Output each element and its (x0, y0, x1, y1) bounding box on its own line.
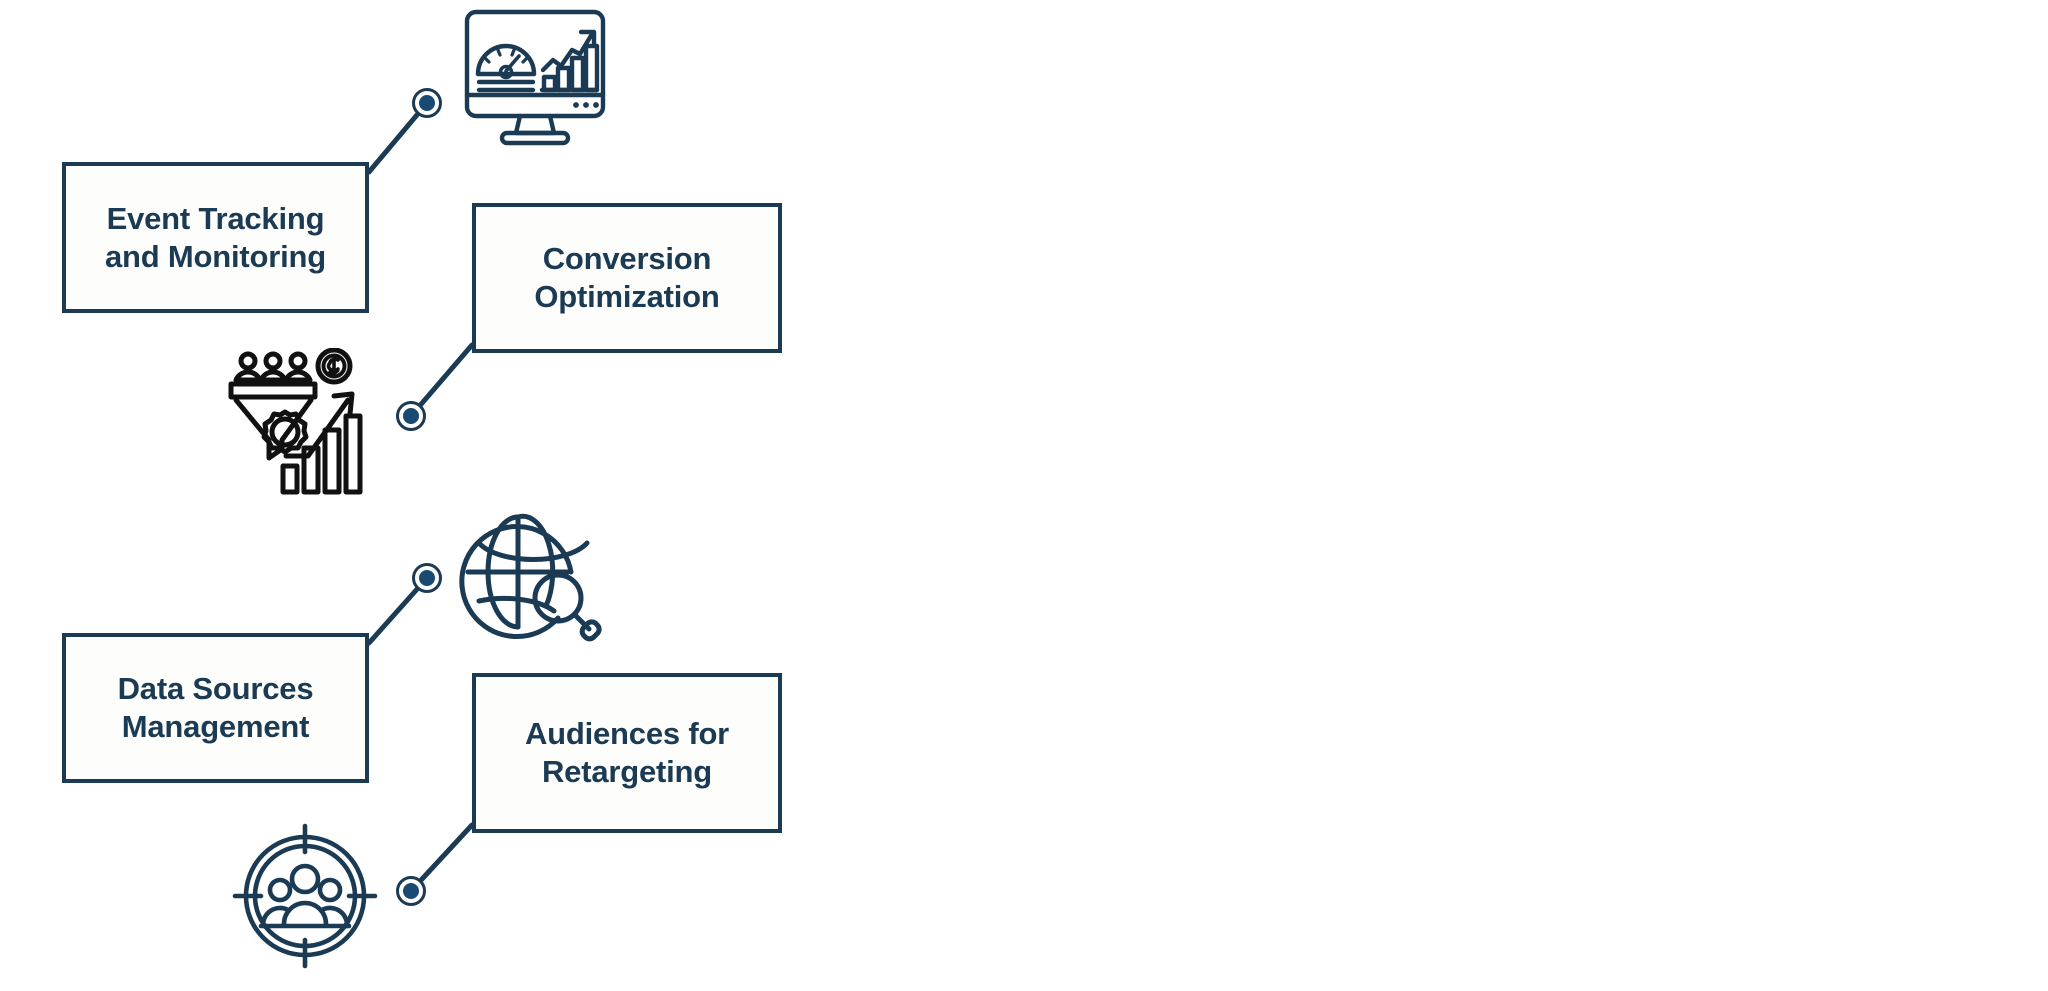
node-label-data-sources-management: Data Sources Management (117, 671, 314, 744)
connector-dot-audiences[interactable] (396, 876, 426, 906)
node-label-audiences-for-retargeting: Audiences for Retargeting (524, 716, 730, 789)
node-label-event-tracking-and-monitoring: Event Tracking and Monitoring (104, 200, 327, 274)
connector-dot-conversion-optimization[interactable] (396, 401, 426, 431)
connector-dot-data-sources[interactable] (412, 563, 442, 593)
node-box-audiences-for-retargeting[interactable]: Audiences for Retargeting (472, 673, 782, 833)
audience-target-icon (232, 822, 378, 970)
connector-dot-event-tracking[interactable] (412, 88, 442, 118)
node-box-data-sources-management[interactable]: Data Sources Management (62, 633, 369, 783)
node-box-conversion-optimization[interactable]: Conversion Optimization (472, 203, 782, 353)
conversion-funnel-icon (228, 348, 378, 498)
dashboard-monitor-icon (462, 8, 614, 158)
node-label-conversion-optimization: Conversion Optimization (534, 241, 720, 314)
globe-search-icon (458, 498, 608, 646)
node-box-event-tracking-and-monitoring[interactable]: Event Tracking and Monitoring (62, 162, 369, 313)
